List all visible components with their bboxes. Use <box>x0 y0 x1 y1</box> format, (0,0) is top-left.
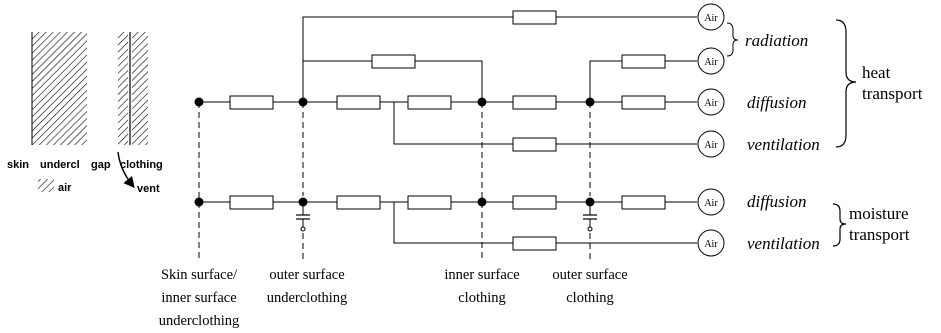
label-vent: vent <box>137 183 160 195</box>
group-braces: heat transport moisture transport <box>832 19 923 247</box>
label-skin: skin <box>7 159 29 171</box>
air-terminal-radiation: Air <box>697 47 725 75</box>
svg-text:Air: Air <box>704 13 718 24</box>
label-clothing: clothing <box>120 159 163 171</box>
path-labels: radiation diffusion ventilation diffusio… <box>726 22 820 253</box>
air-terminal-moisture-diffusion: Air <box>697 188 725 216</box>
air-swatch <box>38 179 54 192</box>
resistor-moist-1 <box>229 195 274 210</box>
resistor-moist-3 <box>407 195 452 210</box>
resistor-heat-5 <box>621 95 666 110</box>
label-gap: gap <box>91 159 111 171</box>
air-terminals: Air Air Air Air Air Air <box>697 3 725 257</box>
resistor-moist-5 <box>621 195 666 210</box>
node-moist-outer-clothing <box>585 197 595 207</box>
resistor-moist-2 <box>336 195 381 210</box>
node-moist-skin <box>194 197 204 207</box>
svg-text:Air: Air <box>704 140 718 151</box>
node-guides <box>198 102 591 262</box>
resistor-radiation-outer <box>621 54 666 69</box>
vent-arrow <box>117 151 135 189</box>
label-undercl: undercl <box>40 159 80 171</box>
node-label-outer-under-1: outer surface <box>269 267 344 283</box>
label-air: air <box>58 182 72 194</box>
capacitors <box>296 214 597 232</box>
heat-network-wires <box>199 16 697 145</box>
resistor-heat-2 <box>336 95 381 110</box>
air-terminal-radiation-top: Air <box>697 3 725 31</box>
resistor-heat-1 <box>229 95 274 110</box>
node-heat-skin <box>194 97 204 107</box>
nodes <box>194 97 595 207</box>
radiation-brace <box>726 22 739 57</box>
node-label-skin-1: Skin surface/ <box>161 267 238 283</box>
node-label-outer-under-2: underclothing <box>267 290 348 306</box>
svg-text:Air: Air <box>704 57 718 68</box>
air-terminal-moisture-ventilation: Air <box>697 229 725 257</box>
node-heat-outer-underclothing <box>298 97 308 107</box>
node-label-inner-cloth-2: clothing <box>458 290 506 306</box>
resistor-moist-4 <box>512 195 557 210</box>
heat-transport-line2: transport <box>862 84 923 103</box>
resistor-heat-3 <box>407 95 452 110</box>
node-label-inner-cloth-1: inner surface <box>444 267 519 283</box>
air-terminal-heat-diffusion: Air <box>697 88 725 116</box>
node-heat-inner-clothing <box>477 97 487 107</box>
svg-text:Air: Air <box>704 198 718 209</box>
label-heat-ventilation: ventilation <box>747 135 820 154</box>
label-radiation: radiation <box>745 31 808 50</box>
moisture-transport-line2: transport <box>849 225 910 244</box>
node-moist-inner-clothing <box>477 197 487 207</box>
node-labels: Skin surface/ inner surface underclothin… <box>159 267 628 329</box>
heat-transport-line1: heat <box>862 63 891 82</box>
node-label-outer-cloth-2: clothing <box>566 290 614 306</box>
label-heat-diffusion: diffusion <box>747 93 807 112</box>
svg-text:Air: Air <box>704 98 718 109</box>
capacitor-clothing <box>583 214 597 232</box>
resistor-vent-moist <box>512 236 557 251</box>
node-label-skin-3: underclothing <box>159 313 240 329</box>
label-moisture-ventilation: ventilation <box>747 234 820 253</box>
resistor-radiation-top <box>512 10 557 25</box>
capacitor-underclothing <box>296 214 310 232</box>
clothing-layer-inner <box>132 32 148 145</box>
svg-text:Air: Air <box>704 239 718 250</box>
clothing-layer-outer <box>118 32 128 145</box>
resistor-radiation-inner <box>371 54 416 69</box>
layer-sketch: skin undercl gap clothing vent air <box>7 32 163 195</box>
underclothing-layer <box>32 32 87 145</box>
heat-transport-brace <box>835 19 857 148</box>
moisture-transport-brace <box>832 203 847 247</box>
node-heat-outer-clothing <box>585 97 595 107</box>
resistor-heat-4 <box>512 95 557 110</box>
node-label-outer-cloth-1: outer surface <box>552 267 627 283</box>
moisture-transport-line1: moisture <box>849 204 909 223</box>
air-terminal-heat-ventilation: Air <box>697 130 725 158</box>
label-moisture-diffusion: diffusion <box>747 192 807 211</box>
node-moist-outer-underclothing <box>298 197 308 207</box>
resistors <box>229 10 666 251</box>
node-label-skin-2: inner surface <box>161 290 236 306</box>
resistor-vent-heat <box>512 137 557 152</box>
